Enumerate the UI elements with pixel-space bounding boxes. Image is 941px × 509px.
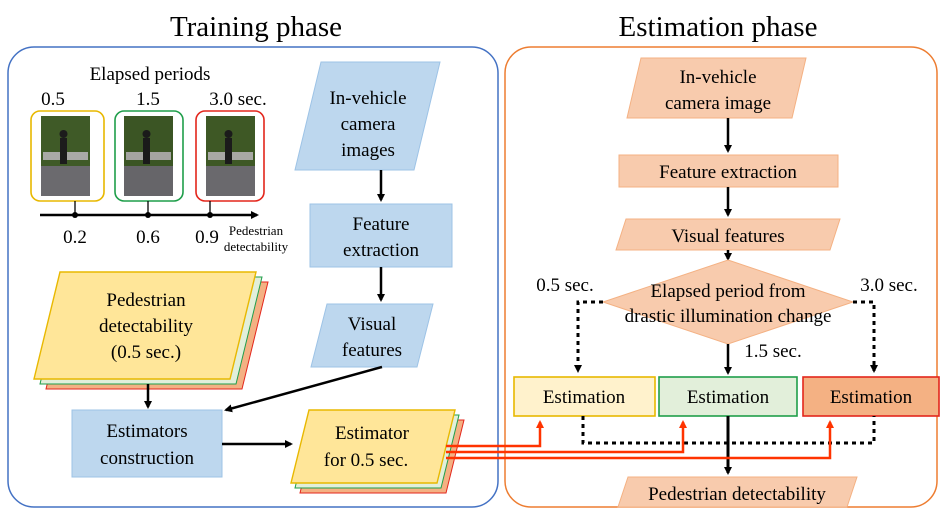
branch-label-right: 3.0 sec. xyxy=(860,275,918,296)
estimators-construction-line-1: construction xyxy=(100,448,194,469)
pedestrian-detectability-line-1: detectability xyxy=(99,316,193,337)
est-camera-image-line-0: In-vehicle xyxy=(679,67,756,88)
thumbnail-2 xyxy=(195,110,265,202)
estimation-box-1 xyxy=(658,376,798,417)
decision-line-0: Elapsed period from xyxy=(650,281,805,302)
est-visual-features-node xyxy=(615,218,841,251)
estimation-label-1: Estimation xyxy=(687,387,770,408)
pedestrian-detectability-line-0: Pedestrian xyxy=(106,290,186,311)
train-feature-extraction-line-0: Feature xyxy=(353,214,410,235)
estimator-line-0: Estimator xyxy=(335,423,410,444)
detectability-value-0: 0.2 xyxy=(63,227,87,248)
axis-label-line2: detectability xyxy=(224,239,289,254)
estimators-construction-node xyxy=(71,409,223,478)
period-label-1: 1.5 xyxy=(136,89,160,110)
train-feature-extraction-node xyxy=(309,203,453,268)
output-label: Pedestrian detectability xyxy=(648,484,826,505)
estimation-box-2 xyxy=(802,376,940,417)
train-visual-features-node xyxy=(310,303,434,368)
estimation-label-2: Estimation xyxy=(830,387,913,408)
pedestrian-detectability-line-2: (0.5 sec.) xyxy=(111,342,181,363)
camera-images-node xyxy=(294,61,441,171)
camera-images-line-0: In-vehicle xyxy=(329,88,406,109)
estimation-box-0 xyxy=(513,376,656,417)
est-feature-extraction-node xyxy=(618,154,839,188)
estimator-connections xyxy=(446,420,834,460)
est-visual-features-label: Visual features xyxy=(671,226,784,247)
period-label-0: 0.5 xyxy=(41,89,65,110)
estimator-line-1: for 0.5 sec. xyxy=(324,450,408,471)
pedestrian-detectability-stack xyxy=(33,271,269,390)
merge-dotted xyxy=(581,416,876,445)
est-camera-image-line-1: camera image xyxy=(665,93,771,114)
decision-diamond xyxy=(601,259,855,345)
detectability-value-2: 0.9 xyxy=(195,227,219,248)
thumbnail-1 xyxy=(114,110,184,202)
camera-images-line-2: images xyxy=(341,140,395,161)
branch-label-mid: 1.5 sec. xyxy=(744,341,802,362)
output-node xyxy=(617,476,858,508)
period-label-2: 3.0 sec. xyxy=(209,89,267,110)
estimators-construction-line-0: Estimators xyxy=(106,421,187,442)
estimator-stack xyxy=(290,409,465,494)
branch-left-dotted xyxy=(574,300,603,373)
camera-images-line-1: camera xyxy=(341,114,396,135)
training-panel xyxy=(7,46,499,508)
branch-right-dotted xyxy=(853,300,878,373)
train-visual-features-line-0: Visual xyxy=(348,314,396,335)
est-feature-extraction-label: Feature extraction xyxy=(659,162,797,183)
est-camera-image-node xyxy=(626,57,807,119)
axis-label-line1: Pedestrian xyxy=(229,223,284,238)
training-phase-title: Training phase xyxy=(170,11,342,43)
train-feature-extraction-line-1: extraction xyxy=(343,240,419,261)
estimation-label-0: Estimation xyxy=(543,387,626,408)
branch-label-left: 0.5 sec. xyxy=(536,275,594,296)
decision-line-1: drastic illumination change xyxy=(625,306,832,327)
train-visual-features-line-1: features xyxy=(342,340,402,361)
estimation-phase-title: Estimation phase xyxy=(619,11,818,43)
elapsed-periods-label: Elapsed periods xyxy=(90,64,211,85)
detectability-value-1: 0.6 xyxy=(136,227,160,248)
thumbnail-0 xyxy=(30,110,105,202)
